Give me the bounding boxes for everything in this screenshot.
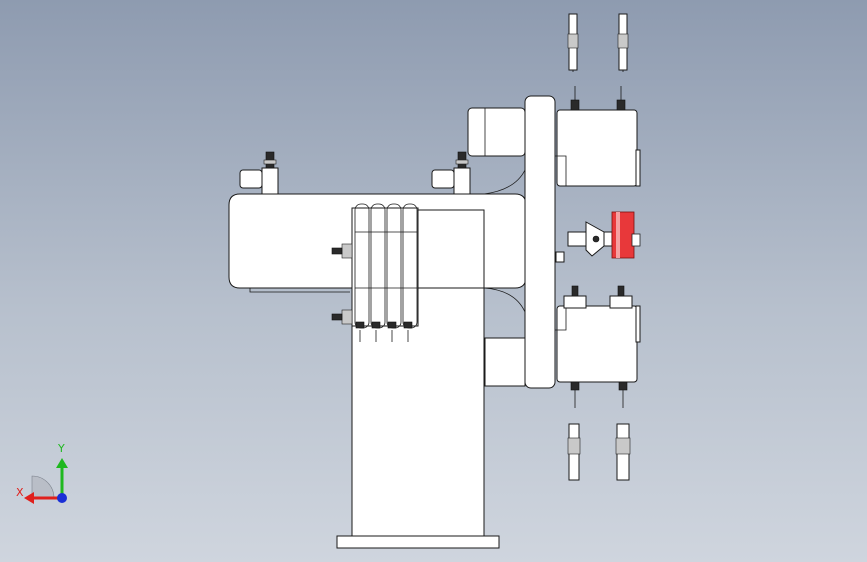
lower-cylinder-block[interactable]: [484, 305, 641, 387]
triad-y-label: Y: [58, 442, 65, 455]
y-arrowhead: [56, 458, 68, 468]
vertical-plate[interactable]: [483, 95, 556, 389]
bottom-sensor-right[interactable]: [615, 423, 631, 481]
triad-plane-shading: [31, 475, 55, 499]
triad-x-label: X: [16, 486, 24, 499]
upper-cylinder-block[interactable]: [467, 107, 641, 187]
upper-block-shadow: [249, 288, 350, 293]
elbow-fitting-right[interactable]: [431, 151, 471, 195]
highlighted-pin[interactable]: [611, 211, 641, 259]
valve-manifold[interactable]: [331, 203, 419, 342]
top-sensor-left[interactable]: [567, 13, 579, 72]
upper-fittings: [570, 86, 626, 111]
z-axis-dot: [57, 493, 67, 503]
lower-fittings: [563, 285, 633, 408]
clamp-arm[interactable]: [555, 221, 613, 263]
elbow-fitting-left[interactable]: [239, 151, 279, 195]
x-arrowhead: [24, 492, 34, 504]
top-sensor-right[interactable]: [617, 13, 629, 72]
bottom-sensor-left[interactable]: [567, 423, 581, 481]
coordinate-triad: [24, 458, 68, 504]
